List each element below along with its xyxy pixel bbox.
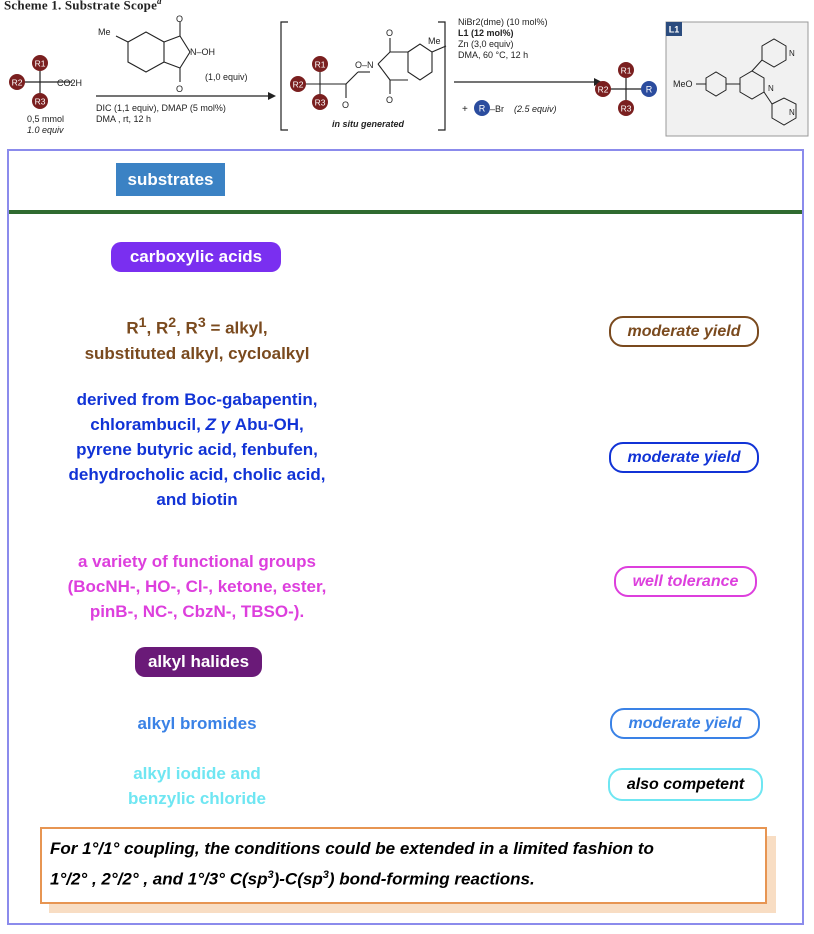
condition-temp-label: DMA, 60 °C, 12 h (458, 50, 528, 60)
product-r2-label: R2 (598, 85, 609, 95)
terpyridine-ligand-structure (696, 38, 797, 126)
r-groups-result-pill: moderate yield (609, 316, 759, 347)
amount-equiv-label: 1.0 equiv (27, 125, 64, 135)
co2h-label: CO2H (57, 78, 82, 88)
condition-l1-label: L1 (12 mol%) (458, 28, 514, 38)
r1-label: R1 (35, 59, 46, 69)
ester-methyl-label: Me (428, 36, 441, 46)
r-groups-description: R1, R2, R3 = alkyl, substituted alkyl, c… (27, 311, 367, 366)
reagent-o-bottom: O (176, 84, 183, 94)
r3-badge (32, 93, 48, 109)
r1-badge (32, 55, 48, 71)
ligand-n-center: N (768, 84, 774, 93)
reaction-scheme: R1 R2 R3 CO2H 0,5 mmol 1.0 equiv Me O O … (9, 14, 809, 137)
fg-line-3: pinB-, NC-, CbzN-, TBSO-). (89, 602, 305, 621)
r-groups-line-2: substituted alkyl, cycloalkyl (84, 343, 310, 363)
coupling-note-box: For 1°/1° coupling, the conditions could… (40, 827, 767, 904)
ester-r1-label: R1 (315, 60, 326, 70)
iodide-chloride-description: alkyl iodide and benzylic chloride (27, 761, 367, 811)
reagent-noh-label: N–OH (190, 47, 215, 57)
iodide-line-2: benzylic chloride (128, 789, 266, 808)
amount-label: 0,5 mmol (27, 114, 64, 124)
ligand-meo-label: MeO (673, 79, 693, 89)
product-r-label: R (646, 85, 653, 95)
rbr-plus: + (462, 104, 468, 115)
functional-groups-description: a variety of functional groups (BocNH-, … (27, 549, 367, 624)
ester-r3-badge (312, 94, 328, 110)
in-situ-label: in situ generated (332, 119, 405, 129)
r3-label: R3 (35, 97, 46, 107)
carboxylic-acids-tag: carboxylic acids (111, 242, 281, 272)
ligand-tag-label: L1 (669, 25, 680, 35)
ester-o-carbonyl: O (342, 100, 349, 110)
derived-line-2: chlorambucil, Z γ Abu-OH, (90, 415, 304, 434)
condition-dma-label: DMA , rt, 12 h (96, 114, 151, 124)
iodide-line-1: alkyl iodide and (133, 764, 261, 783)
product-r3-label: R3 (621, 104, 632, 114)
derived-acids-description: derived from Boc-gabapentin, chlorambuci… (27, 387, 367, 512)
ester-r3-label: R3 (315, 98, 326, 108)
rbr-br-label: –Br (490, 104, 504, 114)
scheme-title-text: Scheme 1. Substrate Scope (4, 0, 158, 13)
r2-label: R2 (12, 78, 23, 88)
r2-badge (9, 74, 25, 90)
derived-line-5: and biotin (156, 490, 238, 509)
reagent-equiv-label: (1,0 equiv) (205, 72, 248, 82)
reagent-o-top: O (176, 14, 183, 24)
functional-groups-result-pill: well tolerance (614, 566, 757, 597)
rbr-r-badge (474, 100, 490, 116)
derived-line-1: derived from Boc-gabapentin, (76, 390, 318, 409)
alkyl-bromides-description: alkyl bromides (27, 711, 367, 736)
alkyl-halides-tag: alkyl halides (135, 647, 262, 677)
nhpi-ester-structure (302, 38, 447, 98)
r-groups-line-1: R1, R2, R3 = alkyl, (126, 315, 268, 338)
product-r3-badge (618, 100, 634, 116)
reagent-methyl-label: Me (98, 27, 111, 37)
in-situ-ester-bracket (280, 21, 446, 131)
product-r-badge (641, 81, 657, 97)
ligand-n-bottom: N (789, 108, 795, 117)
note-line-2: 1°/2° , 2°/2° , and 1°/3° C(sp3)-C(sp3) … (50, 869, 535, 889)
note-line-1: For 1°/1° coupling, the conditions could… (50, 839, 654, 858)
condition-zn-label: Zn (3,0 equiv) (458, 39, 514, 49)
fg-line-1: a variety of functional groups (77, 552, 317, 571)
ligand-n-top: N (789, 49, 795, 58)
product-r1-label: R1 (621, 66, 632, 76)
ligand-tag (666, 22, 682, 36)
iodide-chloride-result-pill: also competent (608, 768, 763, 801)
condition-dic-label: DIC (1,1 equiv), DMAP (5 mol%) (96, 103, 226, 113)
rbr-r-label: R (479, 104, 486, 114)
rbr-equiv-label: (2.5 equiv) (514, 104, 557, 114)
header-divider (9, 210, 802, 214)
ester-o-top: O (386, 28, 393, 38)
derived-acids-result-pill: moderate yield (609, 442, 759, 473)
alkyl-bromides-result-pill: moderate yield (610, 708, 760, 739)
ester-o-bottom: O (386, 95, 393, 105)
bromides-line-1: alkyl bromides (137, 714, 257, 733)
ester-r2-badge (290, 76, 306, 92)
product-r2-badge (595, 81, 611, 97)
scheme-title: Scheme 1. Substrate Scopea (4, 0, 162, 13)
carboxylic-acid-structure: R1 R2 R3 CO2H 0,5 mmol 1.0 equiv (9, 55, 82, 135)
substrate-scope-panel: substrates carboxylic acids R1, R2, R3 =… (7, 149, 804, 925)
derived-line-3: pyrene butyric acid, fenbufen, (76, 440, 318, 459)
ester-r1-badge (312, 56, 328, 72)
derived-line-4: dehydrocholic acid, cholic acid, (68, 465, 326, 484)
scheme-title-footnote: a (157, 0, 162, 6)
fg-line-2: (BocNH-, HO-, Cl-, ketone, ester, (67, 577, 327, 596)
substrates-header: substrates (116, 163, 225, 196)
ester-on-label: O–N (355, 60, 374, 70)
ligand-box (665, 21, 809, 137)
condition-ni-label: NiBr2(dme) (10 mol%) (458, 17, 548, 27)
product-r1-badge (618, 62, 634, 78)
ester-r2-label: R2 (293, 80, 304, 90)
nhpi-reagent-structure (115, 22, 191, 82)
